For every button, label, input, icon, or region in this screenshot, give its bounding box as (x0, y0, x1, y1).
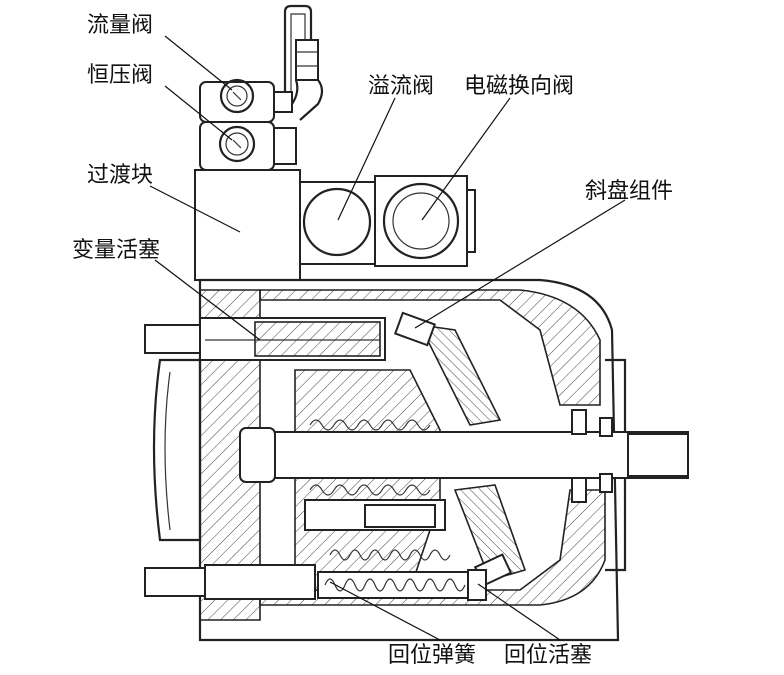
variable-piston (144, 317, 386, 361)
label-flow-valve: 流量阀 (87, 13, 154, 38)
relief-valve-body (299, 181, 376, 265)
label-return-spring: 回位弹簧 (388, 643, 477, 668)
leader-lines (149, 35, 626, 641)
label-relief-valve: 溢流阀 (368, 74, 435, 99)
constant-pressure-valve-body (199, 121, 297, 171)
pump-housing (152, 278, 627, 642)
label-return-piston: 回位活塞 (504, 643, 593, 668)
solenoid-valve-body (374, 175, 476, 267)
label-solenoid-valve: 电磁换向阀 (464, 74, 575, 99)
transition-block-body (194, 169, 301, 281)
drive-shaft (239, 427, 689, 483)
label-swashplate-assembly: 斜盘组件 (585, 179, 674, 204)
label-variable-piston: 变量活塞 (72, 238, 161, 263)
return-piston-assembly (144, 549, 487, 601)
feed-pipe (283, 4, 324, 121)
swashplate (393, 311, 527, 587)
flow-valve-body (199, 78, 293, 123)
label-transition-block: 过渡块 (87, 163, 154, 188)
cylinder-block (294, 369, 446, 591)
center-spring (309, 419, 431, 496)
shaft-seals (571, 409, 613, 503)
label-constant-pressure-valve: 恒压阀 (87, 63, 154, 88)
